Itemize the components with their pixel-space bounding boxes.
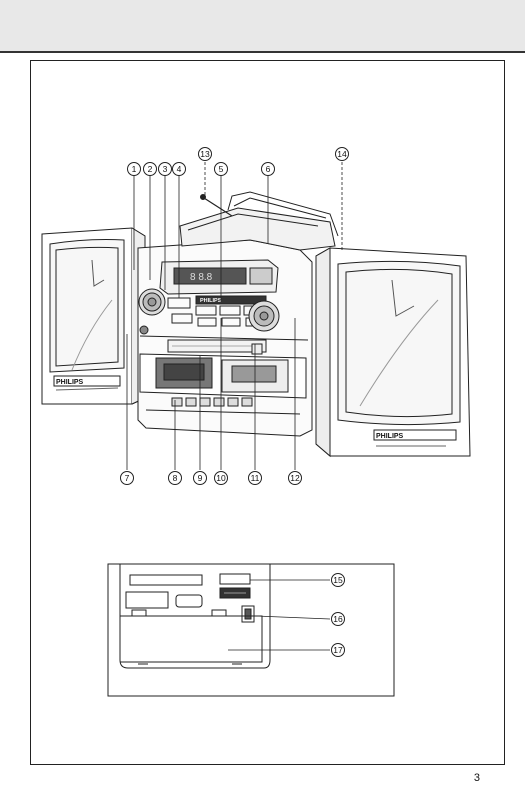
left-speaker: PHILIPS xyxy=(41,227,146,405)
callout-16: 16 xyxy=(333,614,343,624)
figure-frame xyxy=(30,60,505,765)
callout-6: 6 xyxy=(266,164,271,174)
right-speaker-brand: PHILIPS xyxy=(376,433,404,440)
back-panel-inset xyxy=(107,563,395,697)
callout-10: 10 xyxy=(216,473,226,483)
left-speaker-brand: PHILIPS xyxy=(56,379,84,386)
callout-11: 11 xyxy=(251,473,260,483)
header-band xyxy=(0,0,525,53)
callouts xyxy=(120,147,349,485)
callout-4: 4 xyxy=(177,164,182,174)
callout-2: 2 xyxy=(148,164,153,174)
callout-12: 12 xyxy=(290,473,300,483)
callout-9: 9 xyxy=(198,473,203,483)
callout-13: 13 xyxy=(200,149,210,159)
callout-1: 1 xyxy=(132,164,137,174)
callout-3: 3 xyxy=(163,164,168,174)
unit-brand: PHILIPS xyxy=(200,298,222,304)
callout-8: 8 xyxy=(173,473,178,483)
page-number: 3 xyxy=(473,772,480,784)
display-readout: 8 8.8 xyxy=(190,272,213,283)
callout-17: 17 xyxy=(333,645,343,655)
callout-15: 15 xyxy=(333,575,343,585)
right-speaker: PHILIPS xyxy=(315,247,471,458)
main-unit: 8 8.8 PHILIPS xyxy=(137,191,339,437)
callout-14: 14 xyxy=(337,149,347,159)
callout-5: 5 xyxy=(219,164,224,174)
callout-7: 7 xyxy=(125,473,130,483)
